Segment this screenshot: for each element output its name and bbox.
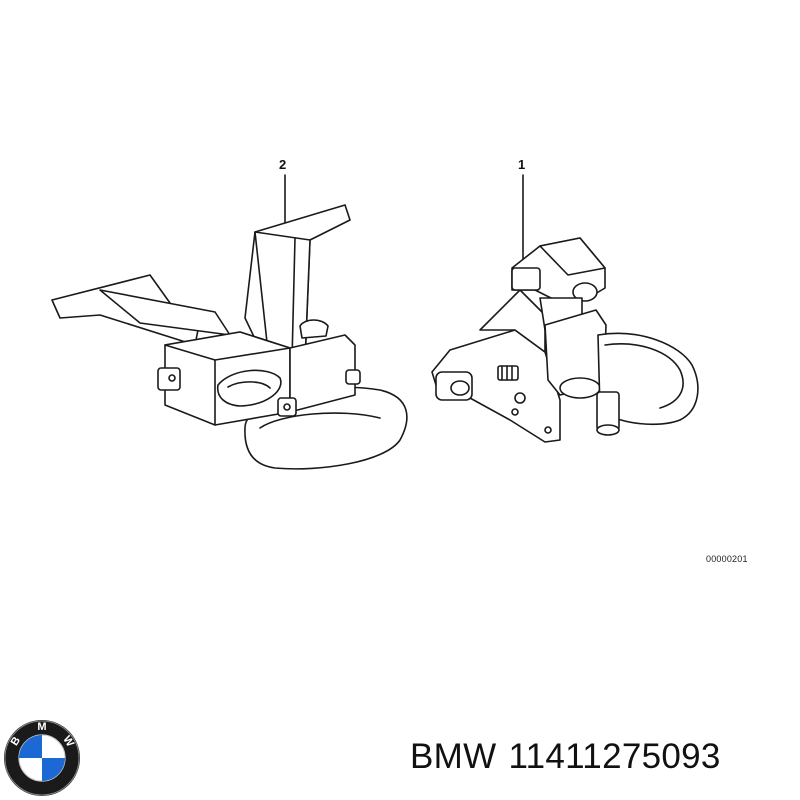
part-2-drawing xyxy=(51,174,408,470)
bmw-logo: B M W xyxy=(4,720,80,796)
part-caption: BMW 11411275093 xyxy=(410,737,721,777)
logo-quadrant-blue-1 xyxy=(19,735,42,758)
caption-brand: BMW xyxy=(410,737,497,776)
part-1-drawing xyxy=(431,174,699,443)
callout-number-1: 1 xyxy=(518,157,526,172)
callout-number-2: 2 xyxy=(279,157,287,172)
logo-quadrant-blue-2 xyxy=(42,758,65,781)
diagram-reference-code: 00000201 xyxy=(706,554,748,564)
caption-part-number: 11411275093 xyxy=(508,737,721,776)
logo-letter-m: M xyxy=(37,721,46,733)
